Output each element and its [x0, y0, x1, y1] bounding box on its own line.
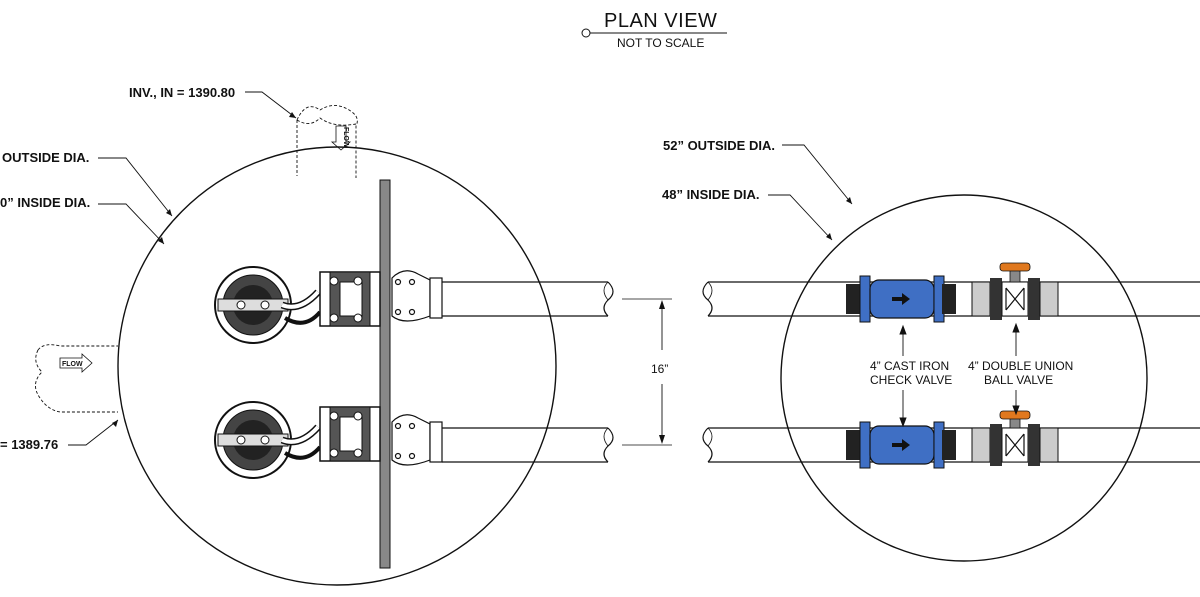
valve-callout-leaders — [899, 322, 1020, 428]
right-leader-arrowheads — [826, 197, 852, 240]
check-valve-arrow-icon — [892, 293, 910, 305]
title-block: PLAN VIEW NOT TO SCALE — [581, 10, 727, 50]
ball-valve-label-line1: 4” DOUBLE UNION — [968, 359, 1073, 373]
title-bubble-icon — [581, 28, 591, 38]
check-valve-label-line2: CHECK VALVE — [870, 373, 952, 387]
right-outside-dia-label: 52” OUTSIDE DIA. — [663, 138, 775, 153]
spacing-label: 16” — [651, 362, 668, 376]
left-leaders — [68, 91, 297, 446]
right-outside-circle — [780, 194, 1148, 562]
left-outside-circle — [117, 146, 557, 586]
right-leaders — [768, 144, 853, 241]
discharge-pipe-lower-right — [702, 427, 1200, 463]
discharge-pipe-upper-right — [702, 281, 1200, 317]
page-subtitle: NOT TO SCALE — [617, 36, 704, 50]
check-valve-arrow-icon — [892, 439, 910, 451]
pump-upper — [214, 266, 381, 344]
left-flow-arrow-icon: FLOW — [59, 353, 93, 373]
ball-valve-lower — [971, 410, 1059, 466]
ball-valve-label-line2: BALL VALVE — [984, 373, 1053, 387]
left-inside-dia-label: 0” INSIDE DIA. — [0, 195, 90, 210]
ball-valve-upper — [971, 262, 1059, 320]
left-outside-dia-label: OUTSIDE DIA. — [2, 150, 89, 165]
right-chamber: 4” CAST IRON CHECK VALVE 4” DOUBLE UNION… — [662, 138, 1200, 562]
left-chamber: FLOW FLOW — [0, 85, 614, 586]
inv-out-label: = 1389.76 — [0, 437, 58, 452]
check-valve-upper — [846, 275, 956, 323]
top-flow-label: FLOW — [342, 127, 349, 148]
check-valve-lower — [846, 421, 956, 469]
elbow-upper — [391, 270, 443, 322]
left-inside-circle — [127, 165, 547, 585]
pump-lower — [214, 401, 381, 479]
partition-wall — [379, 179, 391, 569]
check-valve-label-line1: 4” CAST IRON — [870, 359, 949, 373]
left-inlet-pipe — [35, 344, 118, 413]
left-leader-arrowheads — [112, 112, 296, 427]
top-flow-arrow-icon: FLOW — [330, 125, 352, 151]
page-title: PLAN VIEW — [604, 10, 717, 32]
ball-valve-handle-icon — [999, 262, 1031, 272]
inv-in-label: INV., IN = 1390.80 — [129, 85, 235, 100]
spacing-dimension: 16” — [622, 298, 672, 446]
elbow-lower — [391, 414, 443, 466]
top-inlet-pipe — [296, 105, 358, 178]
discharge-pipe-lower-left — [442, 427, 614, 463]
left-flow-label: FLOW — [62, 361, 83, 368]
right-inside-dia-label: 48” INSIDE DIA. — [662, 187, 760, 202]
discharge-pipe-upper-left — [442, 281, 614, 317]
